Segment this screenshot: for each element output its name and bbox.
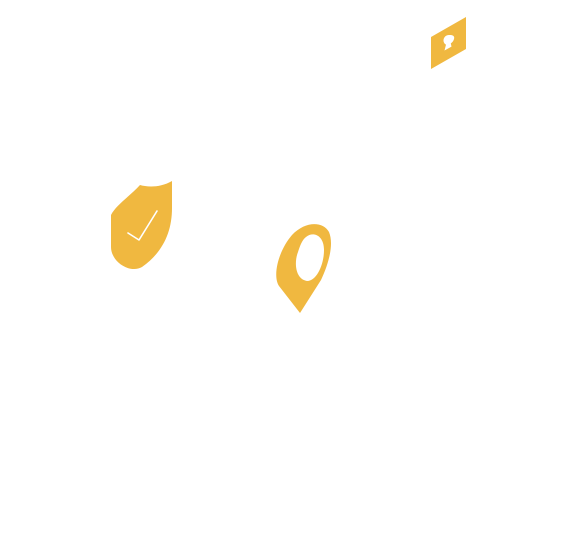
keyhole-lock-icon [431,17,466,69]
checkmark-icon [127,210,158,241]
shield-check-icon [111,181,172,270]
map-pin-icon [276,224,332,313]
